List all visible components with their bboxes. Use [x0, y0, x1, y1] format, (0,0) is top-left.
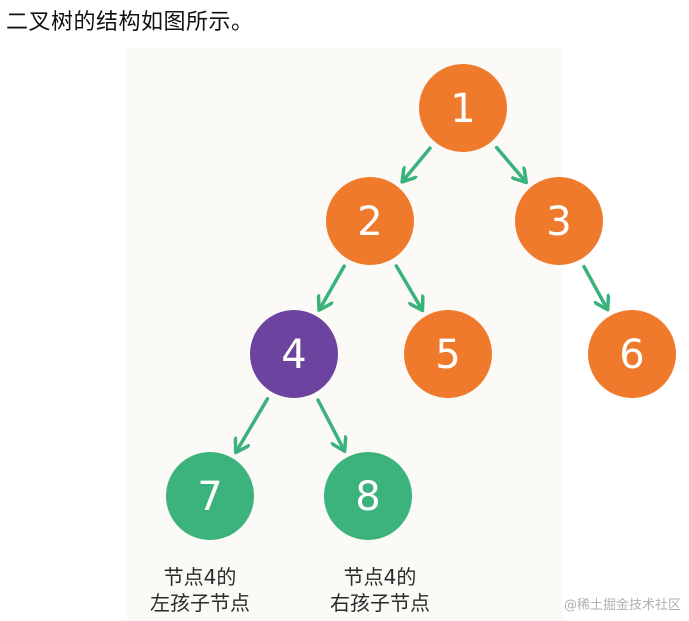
annotation-right-child: 节点4的 右孩子节点 [330, 565, 430, 615]
tree-node-3: 3 [515, 177, 603, 265]
tree-node-7: 7 [166, 452, 254, 540]
annotation-left-line2: 左孩子节点 [150, 591, 250, 615]
tree-node-8: 8 [324, 452, 412, 540]
tree-node-5: 5 [404, 310, 492, 398]
node-label-5: 5 [435, 332, 460, 378]
annotation-left-child: 节点4的 左孩子节点 [150, 565, 250, 615]
node-label-1: 1 [450, 86, 475, 132]
node-circle-2 [326, 177, 414, 265]
watermark: @稀土掘金技术社区 [563, 598, 681, 613]
node-circle-4 [250, 310, 338, 398]
node-circle-7 [166, 452, 254, 540]
node-label-4: 4 [281, 332, 306, 378]
edge-2-to-4 [321, 264, 346, 307]
tree-node-4: 4 [250, 310, 338, 398]
tree-node-6: 6 [588, 310, 676, 398]
caption: 二叉树的结构如图所示。 [6, 10, 254, 35]
node-label-3: 3 [546, 199, 571, 245]
annotation-right-line2: 右孩子节点 [330, 591, 430, 615]
node-label-2: 2 [357, 199, 382, 245]
edge-2-to-5 [394, 264, 420, 308]
tree-node-1: 1 [419, 64, 507, 152]
edge-4-to-8 [316, 398, 343, 448]
edges-layer [238, 145, 607, 450]
node-label-8: 8 [355, 474, 380, 520]
node-circle-6 [588, 310, 676, 398]
edge-4-to-7 [238, 397, 270, 450]
node-circle-8 [324, 452, 412, 540]
node-circle-3 [515, 177, 603, 265]
node-circle-5 [404, 310, 492, 398]
node-label-7: 7 [197, 474, 222, 520]
annotation-right-line1: 节点4的 [344, 565, 417, 589]
tree-node-2: 2 [326, 177, 414, 265]
edge-1-to-2 [404, 146, 432, 179]
node-circle-1 [419, 64, 507, 152]
edge-3-to-6 [582, 264, 606, 307]
node-label-6: 6 [619, 332, 644, 378]
edge-1-to-3 [494, 145, 524, 180]
annotation-left-line1: 节点4的 [164, 565, 237, 589]
nodes-layer: 1 2 3 4 5 6 7 8 [166, 64, 676, 540]
